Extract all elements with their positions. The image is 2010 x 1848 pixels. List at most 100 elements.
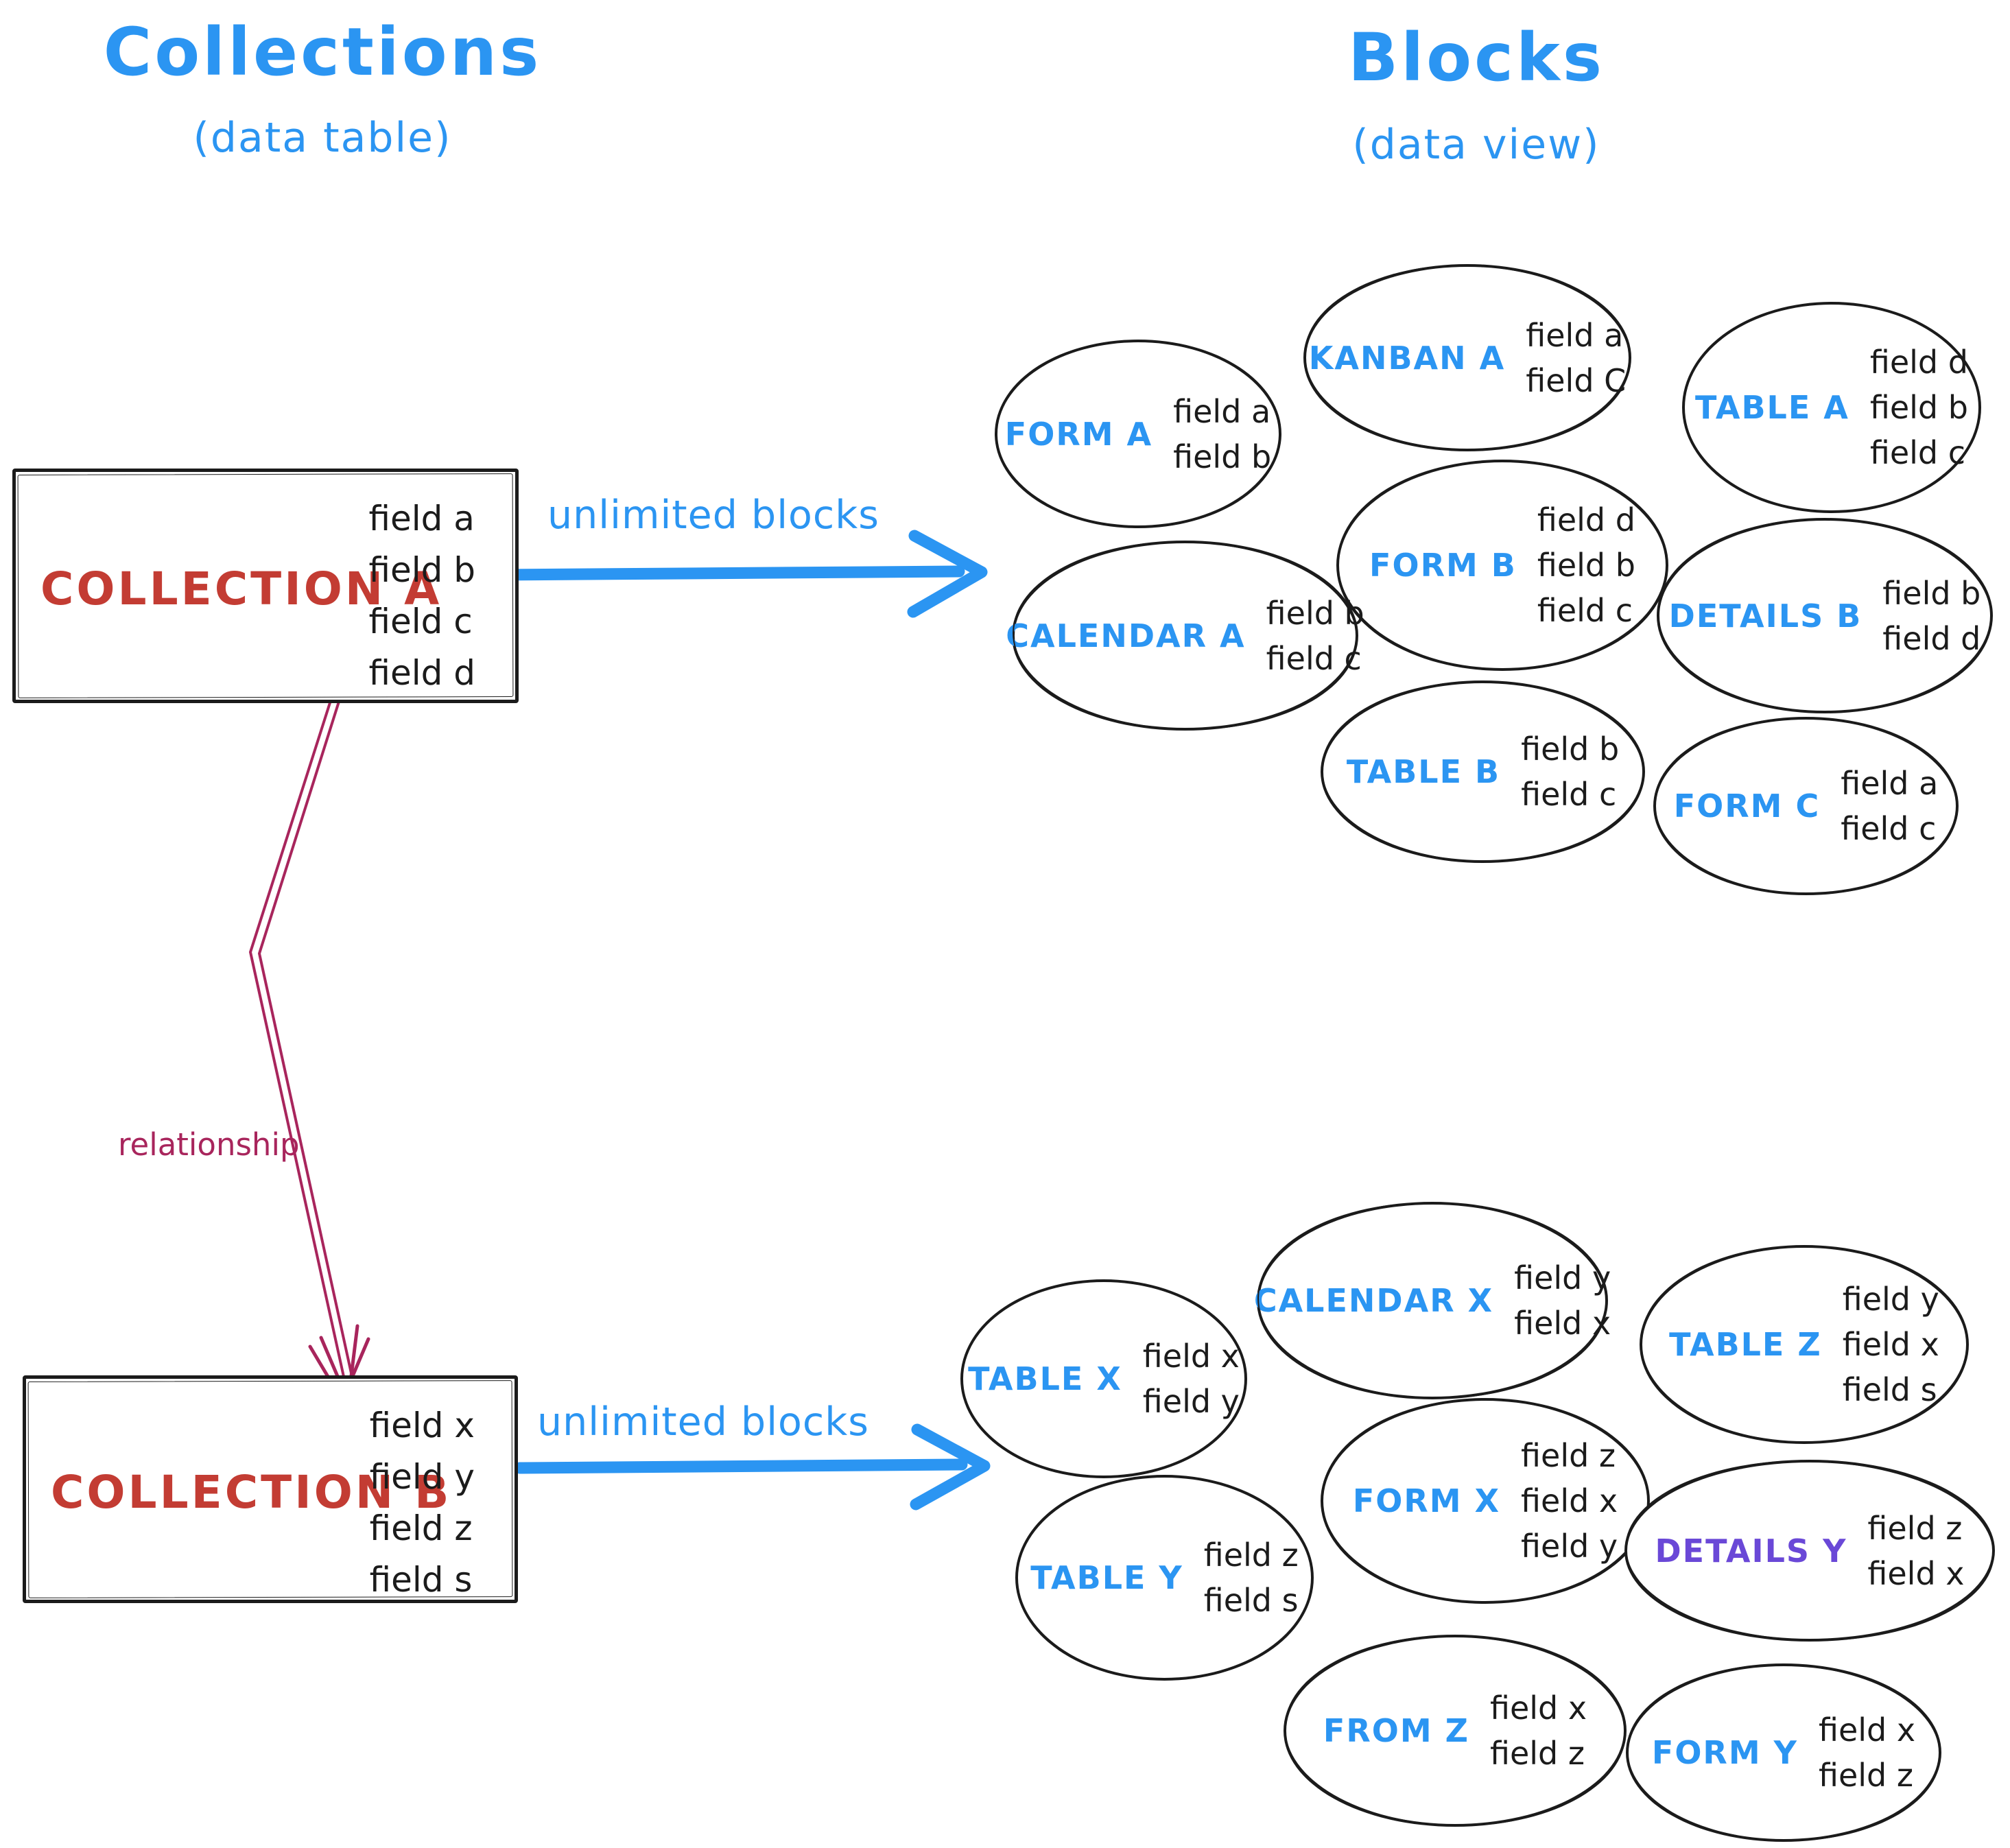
- block-field: field x: [1521, 1482, 1618, 1519]
- collection-b-box: COLLECTION B field x field y field z fie…: [23, 1375, 518, 1603]
- block-label: CALENDAR X: [1253, 1282, 1494, 1319]
- block-field: field x: [1514, 1305, 1611, 1342]
- collections-title: Collections: [103, 14, 542, 91]
- block-form-x: FORM X field z field x field y: [1321, 1398, 1650, 1604]
- collection-field: field c: [368, 602, 473, 641]
- collection-a-name: COLLECTION A: [40, 562, 442, 616]
- block-table-x: TABLE X field x field y: [960, 1279, 1247, 1478]
- block-field: field b: [1537, 547, 1635, 584]
- block-from-z: FROM Z field x field z: [1284, 1635, 1627, 1827]
- block-form-b: FORM B field d field b field c: [1336, 460, 1668, 671]
- collection-field: field s: [369, 1560, 473, 1600]
- block-label: KANBAN A: [1308, 339, 1506, 377]
- block-label: FORM X: [1352, 1482, 1501, 1519]
- block-field: field a: [1841, 765, 1939, 802]
- block-field: field c: [1841, 810, 1937, 847]
- blocks-subtitle: (data view): [1352, 121, 1600, 169]
- collection-field: field a: [368, 499, 475, 538]
- block-calendar-x: CALENDAR X field y field x: [1253, 1202, 1611, 1399]
- relationship-arrow-line: [257, 677, 355, 1386]
- block-field: field z: [1203, 1537, 1299, 1574]
- collection-field: field x: [369, 1406, 475, 1445]
- block-label: TABLE A: [1695, 389, 1849, 426]
- collection-b-fields: field x field y field z field s: [370, 1406, 475, 1599]
- collection-field: field b: [368, 550, 475, 590]
- block-fields: field z field x: [1867, 1511, 1964, 1591]
- block-fields: field z field x field y: [1521, 1438, 1618, 1563]
- block-table-b: TABLE B field b field c: [1321, 680, 1645, 863]
- unlimited-blocks-arrow-b: [514, 1458, 968, 1474]
- block-field: field y: [1142, 1383, 1240, 1420]
- block-label: DETAILS Y: [1655, 1532, 1847, 1569]
- block-field: field b: [1173, 438, 1272, 475]
- block-field: field c: [1266, 639, 1362, 677]
- block-field: field c: [1521, 776, 1617, 813]
- block-field: field x: [1842, 1326, 1939, 1363]
- block-fields: field a field b: [1173, 394, 1271, 474]
- collection-a-box: COLLECTION A field a field b field c fie…: [12, 469, 519, 703]
- block-fields: field x field z: [1490, 1691, 1587, 1770]
- block-field: field d: [1537, 501, 1635, 538]
- block-label: FORM Y: [1651, 1734, 1798, 1771]
- block-label: DETAILS B: [1668, 597, 1863, 635]
- block-kanban-a: KANBAN A field a field C: [1303, 264, 1631, 451]
- block-field: field x: [1867, 1554, 1965, 1592]
- block-field: field c: [1869, 434, 1966, 471]
- block-field: field z: [1818, 1757, 1913, 1794]
- block-field: field a: [1526, 316, 1624, 354]
- collection-field: field d: [368, 653, 475, 693]
- collection-field: field y: [369, 1457, 475, 1497]
- block-fields: field d field b field c: [1870, 345, 1968, 470]
- collection-b-name: COLLECTION B: [51, 1466, 452, 1519]
- block-field: field d: [1882, 619, 1981, 657]
- collection-field: field z: [369, 1508, 473, 1548]
- block-field: field a: [1173, 392, 1271, 430]
- block-fields: field x field y: [1143, 1339, 1240, 1419]
- unlimited-blocks-arrowhead-b: [910, 1423, 991, 1511]
- block-field: field z: [1521, 1437, 1616, 1474]
- collections-subtitle: (data table): [193, 114, 452, 162]
- block-label: FROM Z: [1323, 1712, 1469, 1749]
- block-field: field y: [1514, 1259, 1611, 1296]
- block-details-b: DETAILS B field b field d: [1657, 518, 1993, 713]
- block-fields: field y field x field s: [1843, 1282, 1939, 1407]
- block-field: field x: [1818, 1711, 1916, 1749]
- unlimited-blocks-label-a: unlimited blocks: [547, 493, 879, 538]
- block-table-z: TABLE Z field y field x field s: [1640, 1245, 1969, 1444]
- block-form-y: FORM Y field x field z: [1626, 1663, 1941, 1842]
- block-details-y: DETAILS Y field z field x: [1624, 1460, 1995, 1642]
- block-fields: field b field c: [1266, 596, 1364, 676]
- relationship-arrow-line: [248, 678, 348, 1390]
- block-field: field z: [1867, 1509, 1963, 1547]
- block-calendar-a: CALENDAR A field b field c: [1006, 541, 1364, 731]
- block-field: field d: [1869, 344, 1968, 381]
- block-field: field x: [1489, 1690, 1587, 1727]
- block-fields: field z field s: [1204, 1538, 1299, 1618]
- block-fields: field b field c: [1521, 732, 1619, 812]
- block-fields: field y field x: [1514, 1261, 1611, 1340]
- block-label: TABLE B: [1346, 753, 1501, 790]
- block-field: field b: [1521, 731, 1620, 768]
- block-label: TABLE Z: [1669, 1326, 1822, 1363]
- block-table-y: TABLE Y field z field s: [1015, 1475, 1314, 1681]
- block-label: CALENDAR A: [1006, 617, 1246, 654]
- block-field: field s: [1842, 1371, 1937, 1408]
- block-fields: field a field C: [1526, 318, 1626, 398]
- block-label: FORM B: [1369, 547, 1517, 584]
- relationship-label: relationship: [118, 1126, 300, 1163]
- block-field: field s: [1203, 1582, 1299, 1619]
- unlimited-blocks-arrowhead-a: [907, 530, 988, 618]
- block-form-c: FORM C field a field c: [1653, 717, 1959, 895]
- blocks-title: Blocks: [1348, 19, 1605, 96]
- block-field: field x: [1142, 1338, 1240, 1375]
- block-field: field b: [1266, 594, 1364, 632]
- unlimited-blocks-label-b: unlimited blocks: [537, 1399, 869, 1445]
- block-fields: field b field d: [1882, 576, 1981, 656]
- block-table-a: TABLE A field d field b field c: [1682, 302, 1981, 513]
- block-form-a: FORM A field a field b: [995, 340, 1281, 528]
- block-field: field y: [1842, 1281, 1939, 1318]
- block-label: FORM C: [1673, 787, 1821, 825]
- block-field: field y: [1521, 1528, 1618, 1565]
- block-fields: field a field c: [1841, 766, 1938, 846]
